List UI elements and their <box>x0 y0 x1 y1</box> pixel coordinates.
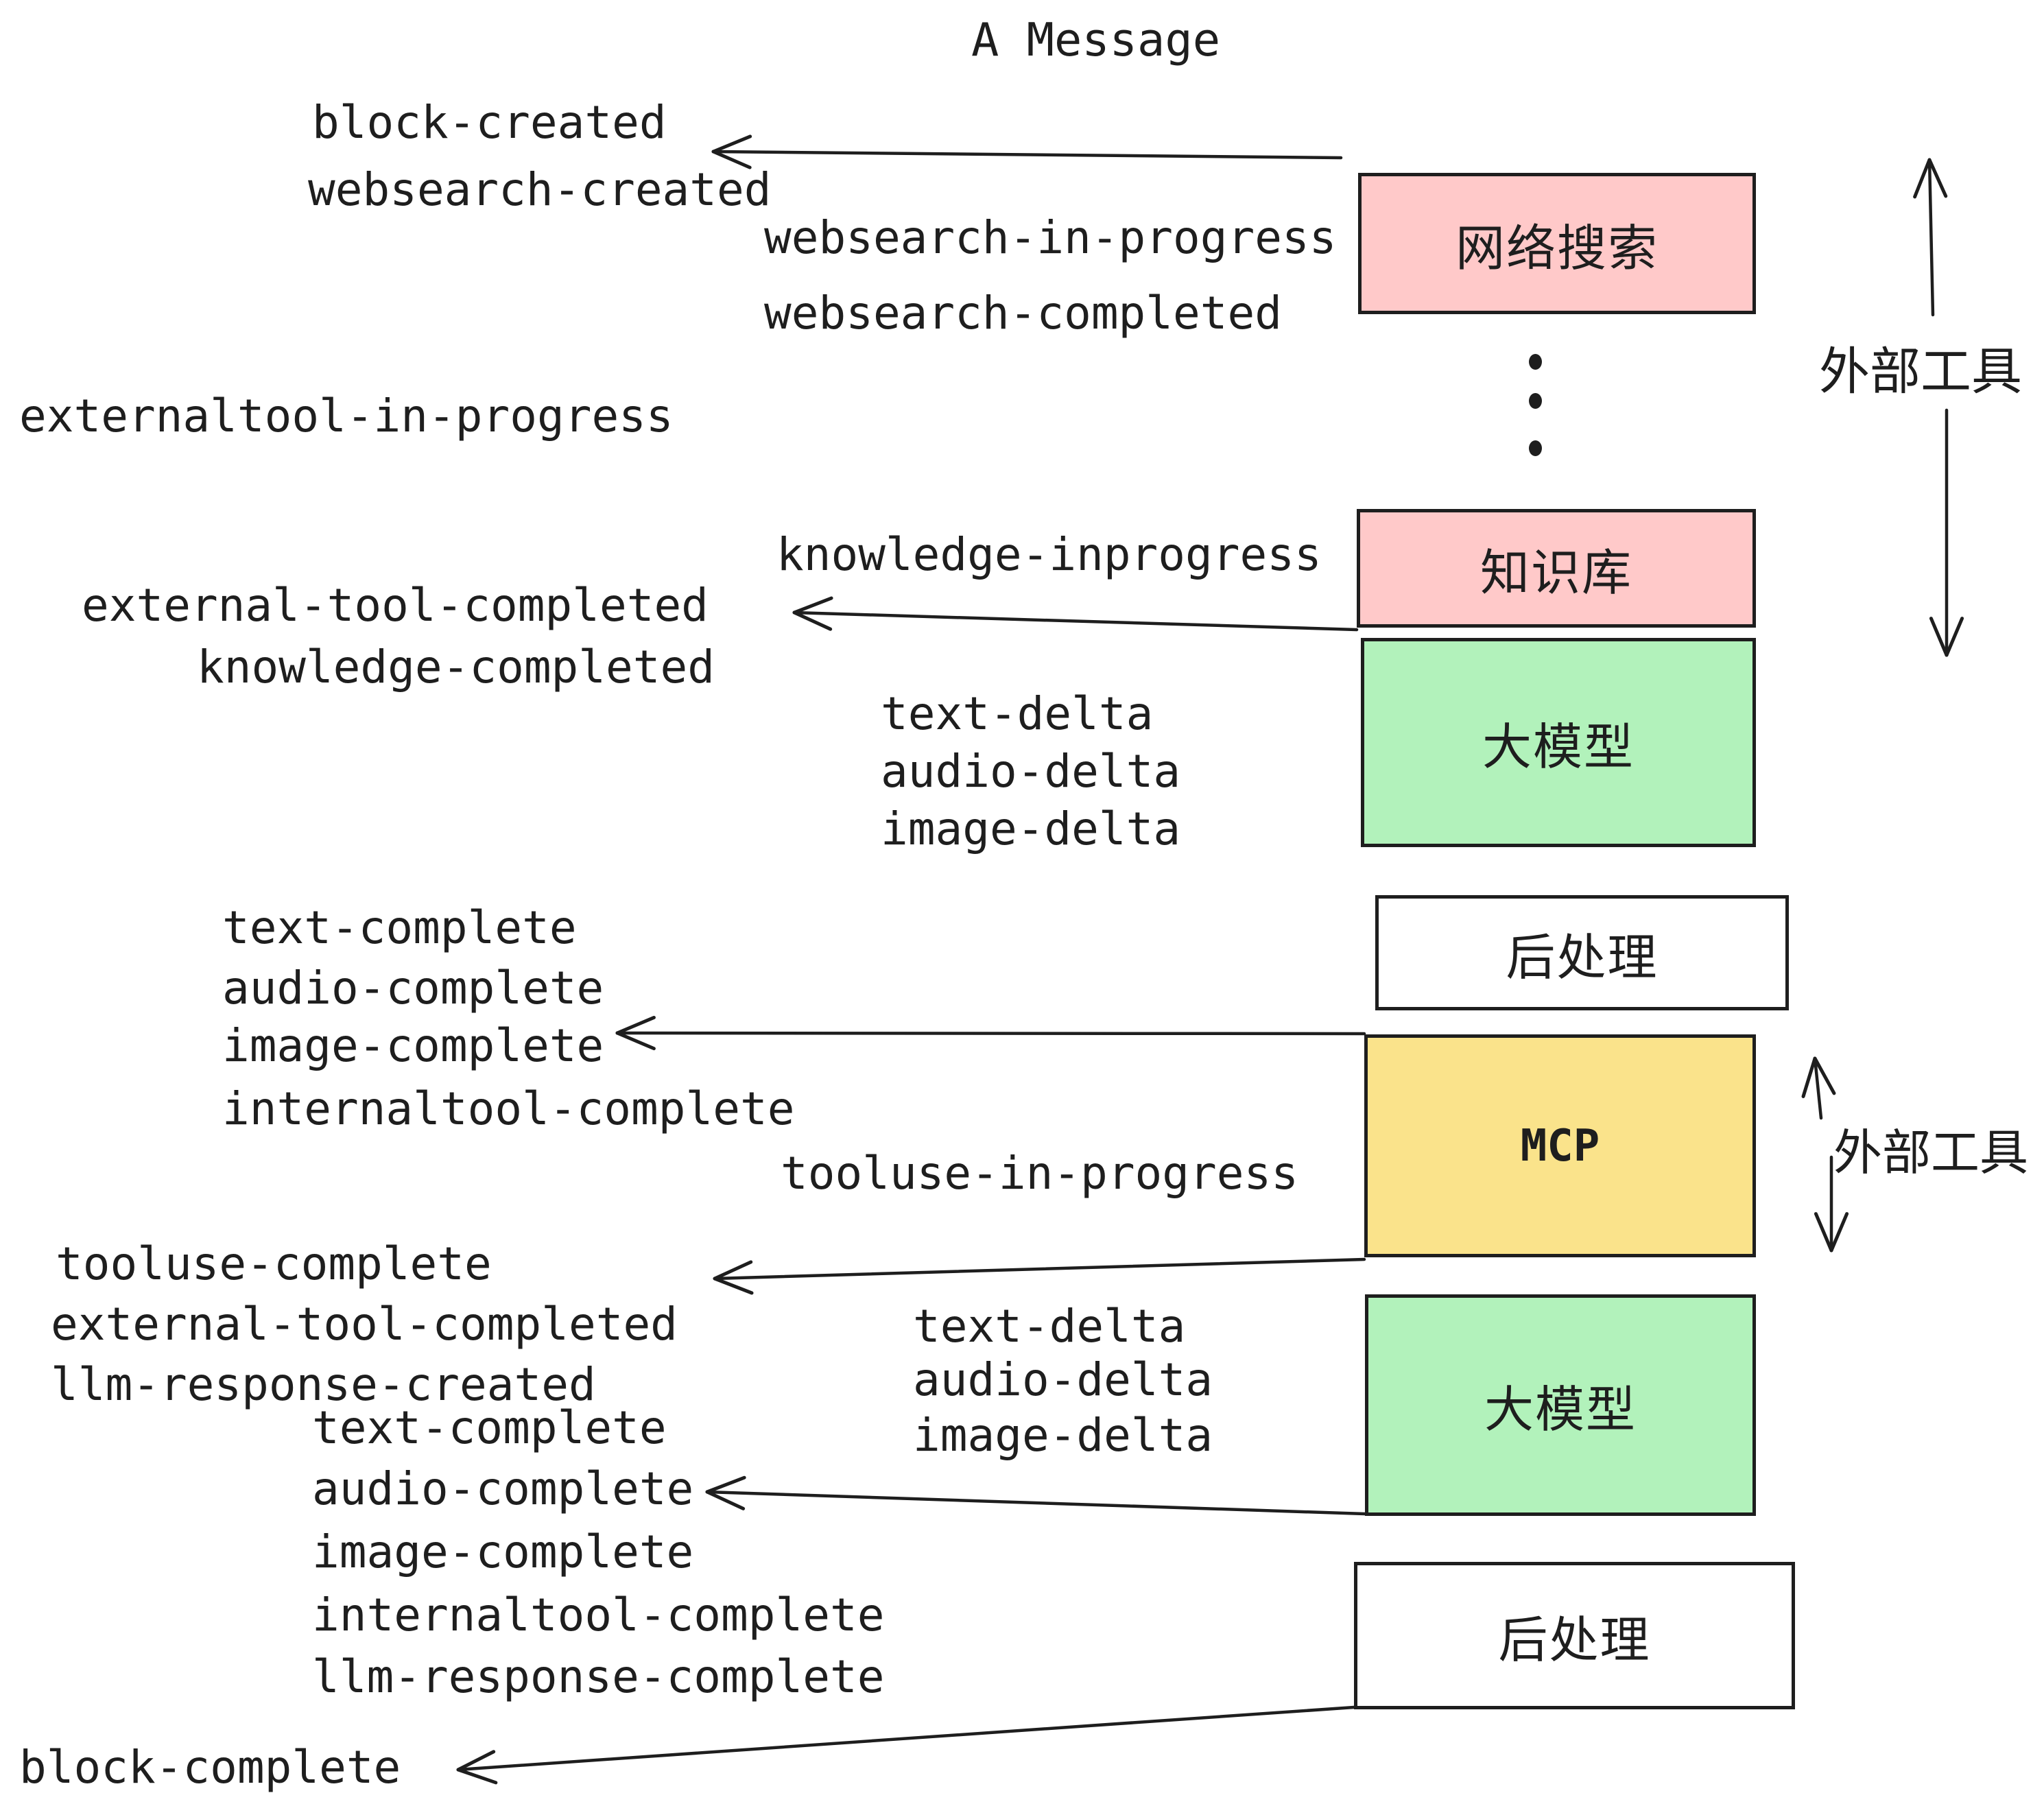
event-label-image-complete-2: image-complete <box>312 1526 694 1578</box>
ellipsis-dot-2 <box>1528 392 1542 409</box>
mcp-box-label: MCP <box>1520 1120 1600 1172</box>
event-label-websearch-in-progress: websearch-in-progress <box>764 211 1337 264</box>
event-label-tooluse-complete: tooluse-complete <box>56 1237 492 1290</box>
llm-box-2-label: 大模型 <box>1484 1383 1637 1438</box>
event-label-block-complete: block-complete <box>19 1741 401 1794</box>
event-label-externaltool-in-progress: externaltool-in-progress <box>19 390 674 442</box>
event-label-websearch-created: websearch-created <box>308 163 772 216</box>
arrow-to-audio-complete-head-0 <box>705 1490 746 1510</box>
arrow-to-tooluse-complete-shaft <box>713 1257 1366 1281</box>
knowledge-box: 知识库 <box>1357 509 1756 628</box>
event-label-image-complete-1: image-complete <box>222 1019 604 1072</box>
arrow-to-knowledge-completed-shaft <box>792 610 1359 632</box>
ellipsis-dot-3 <box>1528 440 1542 456</box>
arrow-to-block-created-head-1 <box>711 134 752 154</box>
event-label-tooluse-in-progress: tooluse-in-progress <box>781 1147 1298 1200</box>
event-label-block-created: block-created <box>312 96 667 149</box>
event-label-internaltool-complete-1: internaltool-complete <box>222 1082 795 1135</box>
arrow-to-tooluse-complete-head-0 <box>713 1277 754 1295</box>
arrow-to-knowledge-completed-head-1 <box>792 596 833 615</box>
arrow-to-image-complete-head-0 <box>615 1031 656 1051</box>
arrow-to-audio-complete-head-1 <box>705 1475 746 1494</box>
event-label-audio-complete-2: audio-complete <box>312 1462 694 1515</box>
external-tools-1-label: 外部工具 <box>1819 343 2022 400</box>
external-tools-1-arrow-up-shaft <box>1927 158 1935 317</box>
external-tools-2-arrow-up-head-1 <box>1813 1056 1836 1095</box>
arrow-to-image-complete-shaft <box>615 1031 1366 1036</box>
arrow-to-image-complete-head-1 <box>615 1015 656 1035</box>
diagram-title: A Message <box>971 13 1221 67</box>
event-label-audio-delta-2: audio-delta <box>913 1353 1213 1406</box>
websearch-box-label: 网络搜索 <box>1455 221 1659 276</box>
external-tools-2-label: 外部工具 <box>1833 1126 2029 1180</box>
arrow-to-block-created-shaft <box>711 150 1343 160</box>
event-label-internaltool-complete-2: internaltool-complete <box>312 1589 885 1641</box>
external-tools-2-arrow-down-head-0 <box>1829 1212 1849 1253</box>
external-tools-1-arrow-up-head-1 <box>1927 158 1948 198</box>
event-label-text-complete-1: text-complete <box>222 901 577 954</box>
llm-box-1: 大模型 <box>1361 638 1756 847</box>
websearch-box: 网络搜索 <box>1358 173 1756 314</box>
event-label-text-delta-1: text-delta <box>881 687 1154 740</box>
event-label-external-tool-completed: external-tool-completed <box>82 579 709 632</box>
event-label-llm-response-created: llm-response-created <box>51 1358 596 1411</box>
event-label-text-delta-2: text-delta <box>913 1300 1186 1353</box>
postprocess-box-1-label: 后处理 <box>1506 930 1659 986</box>
external-tools-2-arrow-up-shaft <box>1813 1056 1823 1120</box>
arrow-to-audio-complete-shaft <box>705 1490 1367 1516</box>
knowledge-box-label: 知识库 <box>1479 546 1632 601</box>
postprocess-box-2-label: 后处理 <box>1498 1613 1651 1668</box>
event-label-image-delta-1: image-delta <box>881 803 1181 855</box>
event-label-image-delta-2: image-delta <box>913 1409 1213 1462</box>
arrow-to-block-complete-head-0 <box>456 1768 498 1785</box>
external-tools-2-arrow-down-head-1 <box>1814 1212 1833 1253</box>
event-label-websearch-completed: websearch-completed <box>764 287 1282 340</box>
postprocess-box-1: 后处理 <box>1375 895 1789 1010</box>
ellipsis-dot-1 <box>1528 353 1542 370</box>
arrow-to-tooluse-complete-head-1 <box>713 1260 753 1281</box>
llm-box-1-label: 大模型 <box>1482 720 1635 775</box>
external-tools-2-arrow-up-head-0 <box>1801 1056 1817 1098</box>
event-label-audio-complete-1: audio-complete <box>222 962 604 1014</box>
event-label-llm-response-complete: llm-response-complete <box>312 1650 885 1703</box>
mcp-box: MCP <box>1364 1034 1756 1257</box>
event-label-audio-delta-1: audio-delta <box>881 745 1181 798</box>
event-label-external-tool-completed-2: external-tool-completed <box>51 1298 678 1351</box>
external-tools-1-arrow-down-head-0 <box>1945 617 1964 657</box>
llm-box-2: 大模型 <box>1365 1294 1756 1516</box>
postprocess-box-2: 后处理 <box>1354 1562 1795 1709</box>
event-label-text-complete-2: text-complete <box>312 1401 667 1454</box>
arrow-to-knowledge-completed-head-0 <box>792 610 833 631</box>
arrow-to-block-complete-head-1 <box>456 1750 496 1772</box>
external-tools-1-arrow-up-head-0 <box>1913 158 1932 199</box>
arrow-to-block-complete-shaft <box>456 1705 1356 1772</box>
event-label-knowledge-inprogress: knowledge-inprogress <box>776 528 1322 581</box>
event-label-knowledge-completed: knowledge-completed <box>197 641 715 693</box>
external-tools-1-arrow-down-head-1 <box>1929 617 1949 657</box>
